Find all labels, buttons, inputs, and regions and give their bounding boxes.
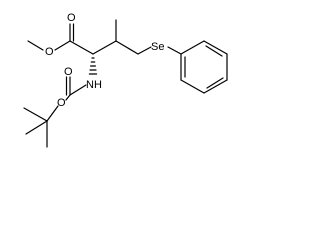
ring-bond [203,40,228,55]
ring-bond [180,40,205,55]
nh-to-carbamate-carbon-bond [69,84,87,96]
carbamate-carbon-to-oxygen-bond [65,94,71,101]
ring-bond [180,79,205,94]
ring-inner-double-bond [205,45,223,57]
ring-inner-double-bond [206,77,224,89]
chemical-structure: O O Se NH O O [23,12,228,148]
ch2-to-selenium-bond [137,46,152,55]
hashed-wedge-bond [88,57,98,75]
methyl-to-oxygen-bond [27,40,44,51]
atom-label-nh: NH [86,79,102,91]
backbone [69,19,152,55]
oxygen-to-carbonyl-bond [54,40,71,51]
alpha-to-beta-carbon-bond [92,40,117,55]
phenyl-ring [180,40,228,94]
selenium-to-phenyl-bond [167,46,182,55]
beta-to-ch2-bond [115,40,139,55]
atom-label-carbamate-oxygen-ring: O [57,97,66,109]
carbonyl-to-alpha-carbon-bond [69,40,94,55]
methyl-ester-group [27,23,75,51]
oxygen-to-tbu-bond [46,105,59,122]
boc-group [23,76,87,148]
atom-label-carbonyl-oxygen: O [67,12,76,24]
atom-label-carbamate-oxygen-top: O [64,66,73,78]
atom-label-ester-oxygen: O [45,46,54,58]
tbu-methyl-bond-down-left [25,120,48,135]
atom-label-selenium: Se [151,41,164,53]
tbu-methyl-bond-up-left [23,107,48,122]
ring-bond [203,79,228,94]
